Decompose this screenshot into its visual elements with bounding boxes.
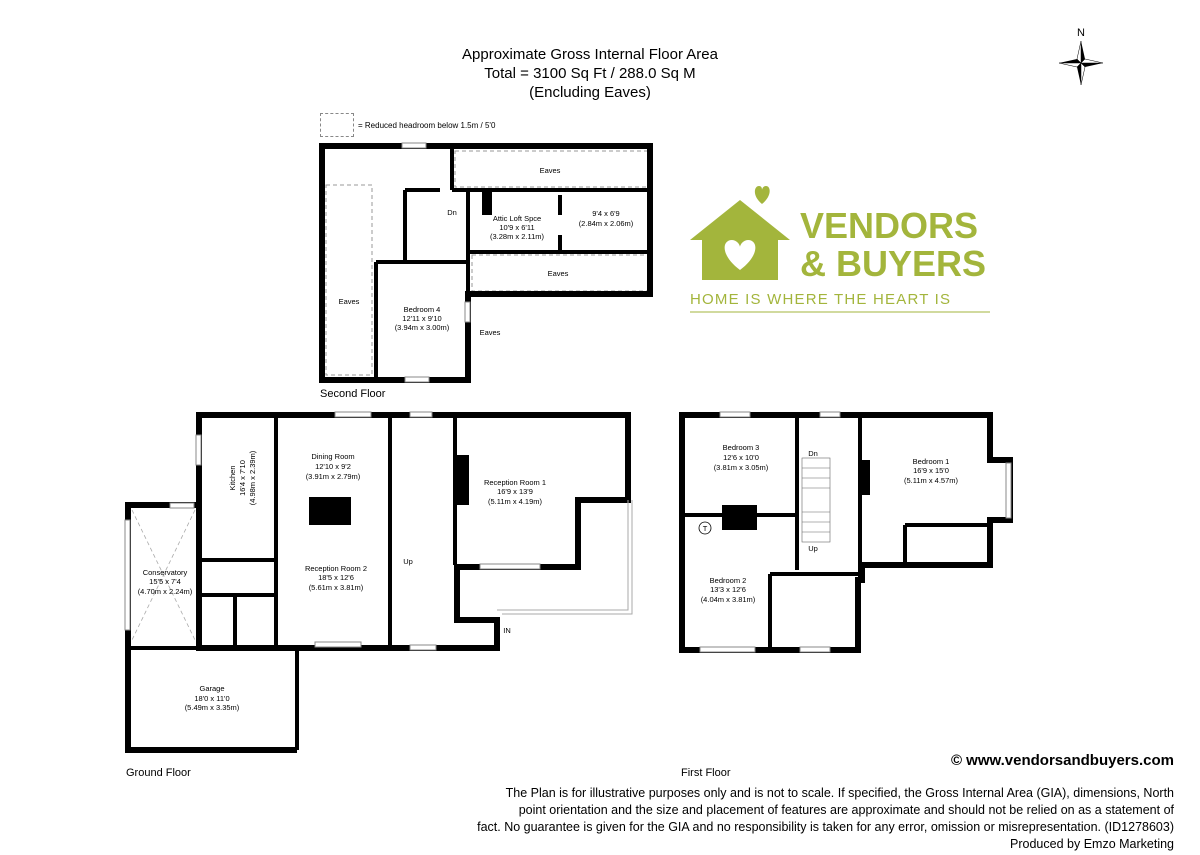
garage-imperial: 18'0 x 11'0 <box>194 694 229 703</box>
ground-floor-plan: Dining Room 12'10 x 9'2 (3.91m x 2.79m) … <box>124 411 633 753</box>
bedroom3-imperial: 12'6 x 10'0 <box>723 453 759 462</box>
garage-metric: (5.49m x 3.35m) <box>185 703 240 712</box>
eaves-left-label: Eaves <box>339 297 360 306</box>
floor-area-header: Approximate Gross Internal Floor Area To… <box>390 45 790 102</box>
dining-metric: (3.91m x 2.79m) <box>306 472 361 481</box>
logo-house-icon <box>690 200 790 280</box>
logo-small-heart-icon <box>754 186 770 204</box>
disclaimer-line-2: point orientation and the size and place… <box>518 803 1174 817</box>
stairs-down-label: Dn <box>447 208 457 217</box>
bedroom2-imperial: 13'3 x 12'6 <box>710 585 746 594</box>
eaves-right-label: Eaves <box>480 328 501 337</box>
bedroom2-name: Bedroom 2 <box>710 576 747 585</box>
garage-name: Garage <box>199 684 224 693</box>
website-link[interactable]: © www.vendorsandbuyers.com <box>950 752 1174 769</box>
reception2-imperial: 18'5 x 12'6 <box>318 573 354 582</box>
reception2-metric: (5.61m x 3.81m) <box>309 583 364 592</box>
kitchen-imperial: 16'4 x 7'10 <box>238 460 247 496</box>
reception1-metric: (5.11m x 4.19m) <box>488 497 543 506</box>
stairs-up-label: Up <box>403 557 413 566</box>
bedroom4-name: Bedroom 4 <box>404 305 441 314</box>
bedroom3-name: Bedroom 3 <box>723 443 760 452</box>
disclaimer: The Plan is for illustrative purposes on… <box>394 785 1174 853</box>
stairs-down-label: Dn <box>808 449 818 458</box>
watermark-tagline: HOME IS WHERE THE HEART IS <box>690 291 951 308</box>
conservatory-name: Conservatory <box>143 568 188 577</box>
header-note: (Encluding Eaves) <box>529 84 651 101</box>
disclaimer-line-1: The Plan is for illustrative purposes on… <box>505 786 1174 800</box>
header-title: Approximate Gross Internal Floor Area <box>462 46 718 63</box>
entrance-label: IN <box>503 626 511 635</box>
producer-credit: Produced by Emzo Marketing <box>1010 837 1174 851</box>
attic-metric: (3.28m x 2.11m) <box>490 232 545 241</box>
legend-dashed-box <box>320 113 354 137</box>
watermark-vendors: VENDORS <box>800 205 978 246</box>
header-total: Total = 3100 Sq Ft / 288.0 Sq M <box>484 65 696 82</box>
conservatory-metric: (4.70m x 2.24m) <box>138 587 193 596</box>
dining-imperial: 12'10 x 9'2 <box>315 462 351 471</box>
bedroom1-name: Bedroom 1 <box>913 457 950 466</box>
north-compass: N <box>1058 27 1104 86</box>
reception2-name: Reception Room 2 <box>305 564 367 573</box>
attic2-metric: (2.84m x 2.06m) <box>579 219 634 228</box>
eaves-top-label: Eaves <box>540 166 561 175</box>
watermark-buyers: & BUYERS <box>800 243 986 284</box>
stairs-up-label: Up <box>808 544 818 553</box>
legend-text: = Reduced headroom below 1.5m / 5'0 <box>358 120 496 130</box>
bedroom4-imperial: 12'11 x 9'10 <box>402 314 441 323</box>
bedroom3-metric: (3.81m x 3.05m) <box>714 463 769 472</box>
dining-name: Dining Room <box>311 452 354 461</box>
conservatory-imperial: 15'5 x 7'4 <box>149 577 181 586</box>
headroom-legend: = Reduced headroom below 1.5m / 5'0 <box>320 113 495 137</box>
bedroom2-metric: (4.04m x 3.81m) <box>701 595 756 604</box>
tank-label: T <box>703 524 708 533</box>
kitchen-name: Kitchen <box>228 465 237 490</box>
bedroom1-metric: (5.11m x 4.57m) <box>904 476 959 485</box>
bedroom4-metric: (3.94m x 3.00m) <box>395 323 450 332</box>
attic2-imperial: 9'4 x 6'9 <box>592 209 619 218</box>
reception1-name: Reception Room 1 <box>484 478 546 487</box>
reception1-imperial: 16'9 x 13'9 <box>497 487 533 496</box>
vendors-buyers-watermark: VENDORS & BUYERS HOME IS WHERE THE HEART… <box>690 186 990 313</box>
kitchen-metric: (4.98m x 2.39m) <box>248 450 257 505</box>
logo-heart-icon <box>724 240 756 270</box>
eaves-mid-label: Eaves <box>548 269 569 278</box>
first-floor-label: First Floor <box>681 767 731 779</box>
ground-floor-label: Ground Floor <box>126 767 191 779</box>
attic-name: Attic Loft Spce <box>493 214 541 223</box>
disclaimer-line-3: fact. No guarantee is given for the GIA … <box>477 820 1174 834</box>
second-floor-plan: Eaves Eaves Eaves Eaves Dn Attic Loft Sp… <box>319 142 653 383</box>
bedroom1-imperial: 16'9 x 15'0 <box>913 466 949 475</box>
first-floor-plan: T Bedroom 3 12'6 x 10'0 (3.81m x 3.05m) … <box>679 411 1013 653</box>
compass-north-label: N <box>1077 27 1085 39</box>
second-floor-label: Second Floor <box>320 388 386 400</box>
attic-imperial: 10'9 x 6'11 <box>499 223 534 232</box>
